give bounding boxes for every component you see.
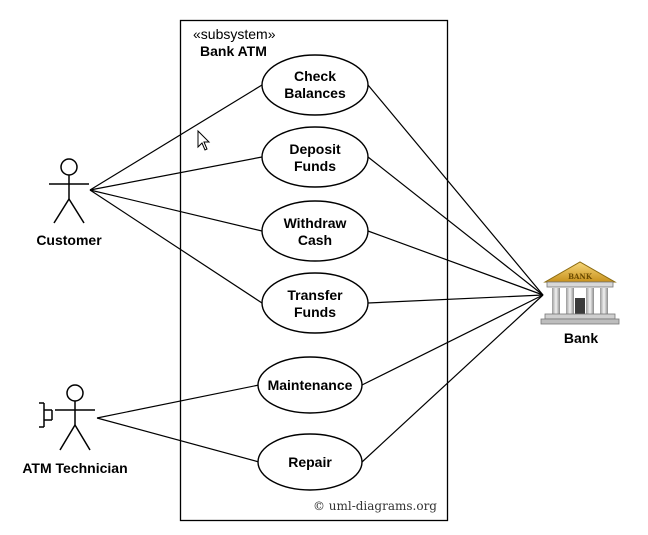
assoc-customer-transfer [89,189,263,304]
use-case-label: Cash [298,232,332,248]
subsystem-boundary [179,19,449,522]
actor-bank-label: Bank [564,330,598,346]
assoc-technician-repair [96,417,260,463]
copyright-text: © uml-diagrams.org [313,499,437,513]
assoc-bank-repair [361,294,544,463]
bank-sign-text: BANK [568,272,593,281]
use-case-label: Deposit [289,141,341,157]
technician-icon [39,384,95,451]
use-case-label: Maintenance [268,377,353,393]
use-case-repair[interactable]: Repair [257,433,363,491]
use-case-deposit-funds[interactable]: Deposit Funds [261,126,369,188]
assoc-bank-check [367,84,544,296]
actor-technician-label: ATM Technician [22,460,127,476]
assoc-bank-maintenance [361,294,544,386]
use-case-label: Balances [284,85,346,101]
subsystem-stereotype: «subsystem» [193,26,276,42]
use-case-label: Transfer [287,287,343,303]
actor-customer-label: Customer [36,232,102,248]
use-case-withdraw-cash[interactable]: Withdraw Cash [261,200,369,262]
use-case-label: Funds [294,304,336,320]
actor-atm-technician[interactable]: ATM Technician [22,384,128,476]
actor-customer[interactable]: Customer [36,158,102,248]
assoc-bank-withdraw [367,230,544,296]
use-case-label: Withdraw [284,215,347,231]
assoc-customer-deposit [89,156,263,191]
use-case-label: Check [294,68,336,84]
use-case-maintenance[interactable]: Maintenance [257,356,363,414]
use-case-label: Funds [294,158,336,174]
assoc-customer-withdraw [89,189,263,232]
stick-figure-icon [49,158,89,224]
associations [89,84,544,463]
assoc-bank-deposit [367,156,544,296]
assoc-customer-check [89,84,263,191]
assoc-bank-transfer [367,294,544,304]
subsystem-name: Bank ATM [200,43,267,59]
assoc-technician-maintenance [96,384,260,419]
actor-bank[interactable]: BANK Bank [540,261,620,346]
use-case-check-balances[interactable]: Check Balances [261,54,369,116]
use-case-transfer-funds[interactable]: Transfer Funds [261,272,369,334]
mouse-pointer-icon [197,129,211,151]
bank-building-icon: BANK [540,261,620,325]
use-case-label: Repair [288,454,332,470]
